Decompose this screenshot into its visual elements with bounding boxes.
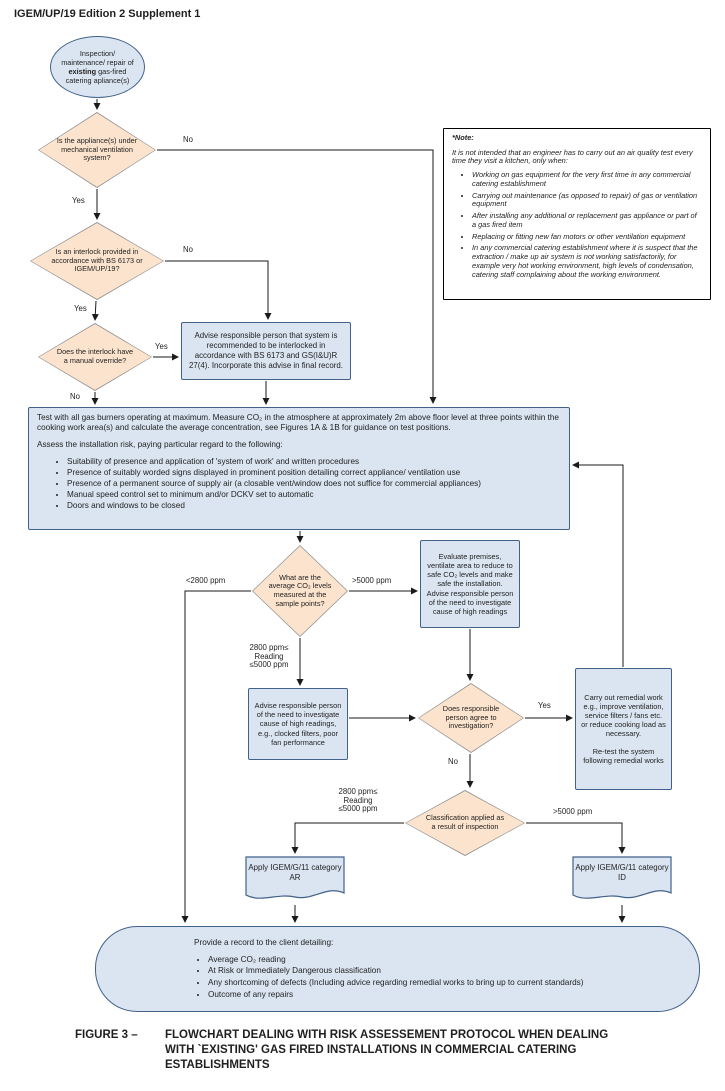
record-bullet: Average CO₂ reading	[208, 955, 674, 966]
assessment-bullet-list: Suitability of presence and application …	[37, 457, 561, 511]
edge-label-line: 2800 ppm≤	[249, 643, 289, 652]
note-box: *Note: It is not intended that an engine…	[443, 128, 711, 300]
remedial-work-box: Carry out remedial work e.g., improve ve…	[575, 668, 672, 790]
edge-label-below-2800: <2800 ppm	[186, 576, 226, 585]
document-category-id: Apply IGEM/G/11 category ID	[572, 856, 672, 904]
edge-label-mid-range: 2800 ppm≤ Reading ≤5000 ppm	[240, 643, 298, 670]
connector-interlock-no-to-advise	[165, 260, 272, 320]
edge-label-agree-yes: Yes	[538, 701, 551, 710]
decision-text: Does the interlock have a manual overrid…	[56, 347, 134, 365]
note-bullet-list: Working on gas equipment for the very fi…	[452, 170, 702, 279]
note-bullet: Replacing or fitting new fan motors or o…	[472, 232, 702, 242]
record-bullet-list: Average CO₂ reading At Risk or Immediate…	[174, 955, 674, 1001]
page-header: IGEM/UP/19 Edition 2 Supplement 1	[14, 8, 201, 20]
decision-text: Classification applied as a result of in…	[425, 813, 505, 831]
edge-label-line: ≤5000 ppm	[338, 804, 378, 814]
connector-classification-to-ar	[291, 822, 404, 854]
edge-label-classification-mid-range: 2800 ppm≤ Reading ≤5000 ppm	[330, 787, 386, 814]
advise-interlock-box: Advise responsible person that system is…	[181, 322, 351, 380]
edge-label-line: ≤5000 ppm	[249, 660, 289, 670]
assessment-bullet: Doors and windows to be closed	[67, 501, 561, 511]
edge-label-line: Reading	[254, 651, 284, 661]
document-category-ar: Apply IGEM/G/11 category AR	[245, 856, 345, 904]
edge-label-ventilation-yes: Yes	[72, 196, 85, 205]
note-bullet: Carrying out maintenance (as opposed to …	[472, 191, 702, 209]
record-content: Provide a record to the client detailing…	[174, 938, 674, 1000]
document-text: Apply IGEM/G/11 category AR	[248, 863, 342, 883]
connector-co2-low-to-record	[181, 590, 251, 923]
assessment-bullet: Presence of suitably worded signs displa…	[67, 468, 561, 478]
note-intro: It is not intended that an engineer has …	[452, 147, 693, 166]
record-terminal: Provide a record to the client detailing…	[95, 926, 700, 1012]
decision-manual-override: Does the interlock have a manual overrid…	[38, 323, 152, 391]
document-shape	[572, 856, 672, 899]
advise-investigate-text: Advise responsible person of the need to…	[254, 701, 342, 747]
decision-text: Does responsible person agree to investi…	[442, 704, 500, 731]
figure-caption-text: FLOWCHART DEALING WITH RISK ASSESSEMENT …	[165, 1029, 609, 1072]
start-node: Inspection/ maintenance/ repair of exist…	[50, 36, 145, 98]
edge-label-line: Reading	[343, 795, 373, 805]
decision-classification: Classification applied as a result of in…	[405, 790, 525, 856]
figure-caption: FIGURE 3 – FLOWCHART DEALING WITH RISK A…	[75, 1028, 640, 1074]
note-bullet: After installing any additional or repla…	[472, 211, 702, 229]
connector-remedial-retest-to-test	[572, 461, 624, 667]
figure-caption-label: FIGURE 3 –	[75, 1029, 138, 1041]
evaluate-premises-box: Evaluate premises, ventilate area to red…	[420, 540, 520, 628]
edge-label-above-5000: >5000 ppm	[352, 576, 392, 585]
note-bullet: In any commercial catering establishment…	[472, 243, 702, 279]
assessment-bullet: Suitability of presence and application …	[67, 457, 561, 467]
advise-interlock-text: Advise responsible person that system is…	[189, 330, 343, 371]
note-title: *Note:	[452, 133, 474, 142]
connector-interlock-yes-to-override	[91, 300, 99, 321]
assessment-bullet: Presence of a permanent source of supply…	[67, 479, 561, 489]
edge-label-line: 2800 ppm≤	[338, 787, 378, 796]
decision-interlock-provided: Is an interlock provided in accordance w…	[30, 222, 164, 300]
document-shape	[245, 856, 345, 899]
start-node-text: Inspection/ maintenance/ repair of exist…	[61, 48, 134, 86]
decision-text: Is an interlock provided in accordance w…	[51, 247, 143, 274]
connector-ventilation-no-to-test	[157, 149, 437, 404]
evaluate-premises-text: Evaluate premises, ventilate area to red…	[426, 552, 514, 616]
record-bullet: Outcome of any repairs	[208, 990, 674, 1001]
note-bullet: Working on gas equipment for the very fi…	[472, 170, 702, 188]
record-intro: Provide a record to the client detailing…	[194, 938, 334, 947]
edge-label-override-yes: Yes	[155, 342, 168, 351]
edge-label-classification-above-5000: >5000 ppm	[553, 807, 593, 816]
test-assessment-box: Test with all gas burners operating at m…	[28, 407, 570, 530]
test-paragraph: Test with all gas burners operating at m…	[37, 413, 559, 432]
retest-paragraph: Re-test the system following remedial wo…	[583, 747, 664, 766]
edge-label-ventilation-no: No	[183, 135, 193, 144]
remedial-paragraph: Carry out remedial work e.g., improve ve…	[581, 692, 666, 739]
decision-mechanical-ventilation: Is the appliance(s) under mechanical ven…	[38, 112, 156, 188]
edge-label-override-no: No	[70, 392, 80, 401]
connector-classification-to-id	[526, 822, 626, 854]
decision-agree-investigation: Does responsible person agree to investi…	[418, 683, 524, 753]
edge-label-interlock-no: No	[183, 245, 193, 254]
remedial-work-text: Carry out remedial work e.g., improve ve…	[581, 693, 666, 765]
assessment-bullet: Manual speed control set to minimum and/…	[67, 490, 561, 500]
record-bullet: At Risk or Immediately Dangerous classif…	[208, 966, 674, 977]
decision-co2-levels: What are the average CO₂ levels measured…	[252, 545, 348, 637]
decision-text: What are the average CO₂ levels measured…	[268, 572, 332, 608]
decision-text: Is the appliance(s) under mechanical ven…	[56, 136, 138, 163]
edge-label-agree-no: No	[448, 757, 458, 766]
document-text: Apply IGEM/G/11 category ID	[575, 863, 669, 883]
assess-paragraph: Assess the installation risk, paying par…	[37, 440, 283, 449]
record-bullet: Any shortcoming of defects (Including ad…	[208, 978, 674, 989]
edge-label-interlock-yes: Yes	[74, 304, 87, 313]
advise-investigate-box: Advise responsible person of the need to…	[248, 688, 348, 760]
